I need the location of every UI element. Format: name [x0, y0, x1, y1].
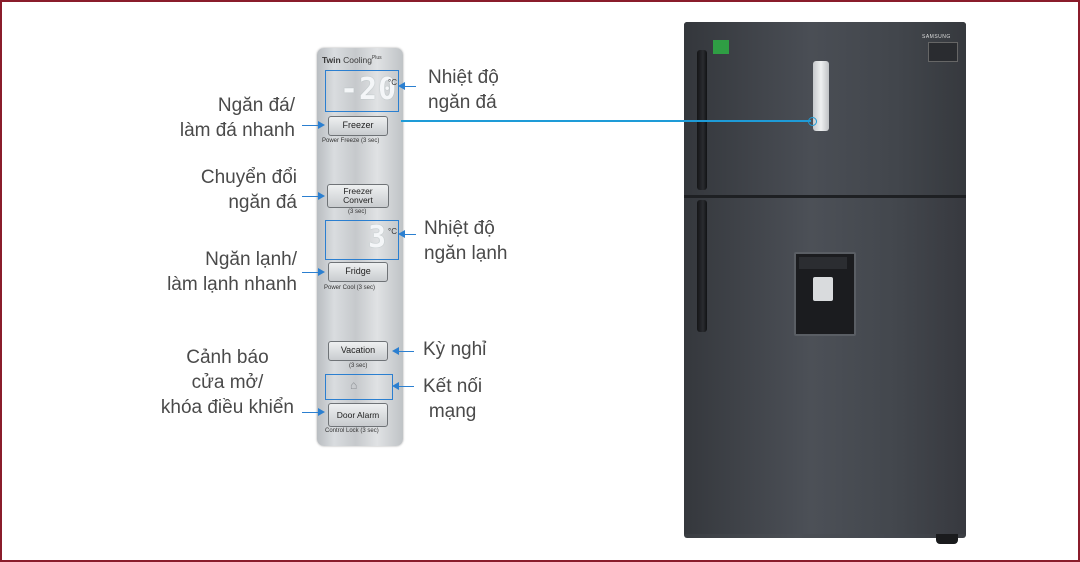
fridge-temp-display	[325, 220, 399, 260]
line-vacation	[398, 351, 414, 353]
arrow-freezer-temp	[398, 82, 405, 90]
fridge-foot	[936, 534, 958, 544]
green-energy-label-icon	[713, 40, 729, 54]
fridge-door-handle	[697, 200, 707, 332]
arrow-freezer	[318, 121, 325, 129]
network-indicator-box	[325, 374, 393, 400]
arrow-fridge-temp	[398, 230, 405, 238]
line-alarm	[302, 412, 318, 414]
label-fridge-quick: Ngăn lạnh/làm lạnh nhanh	[167, 249, 297, 295]
arrow-convert	[318, 192, 325, 200]
fridge-control-panel	[813, 61, 829, 131]
freezer-temp-value: -20	[340, 72, 398, 107]
arrow-fridge	[318, 268, 325, 276]
door-alarm-button[interactable]: Door Alarm	[328, 403, 388, 427]
panel-pointer-line	[401, 120, 811, 122]
line-network	[398, 386, 414, 388]
line-freezer	[302, 125, 318, 127]
door-alarm-sub: Control Lock (3 sec)	[325, 428, 379, 434]
arrow-vacation	[392, 347, 399, 355]
control-panel	[317, 48, 403, 446]
line-fridge	[302, 272, 318, 274]
warranty-badge	[928, 42, 958, 62]
line-convert	[302, 196, 318, 198]
line-freezer-temp	[404, 86, 416, 88]
freezer-button-sub: Power Freeze (3 sec)	[322, 138, 380, 144]
fridge-temp-unit: °C	[388, 227, 397, 236]
arrow-alarm	[318, 408, 325, 416]
freezer-temp-unit: °C	[388, 78, 397, 87]
label-alarm: Cảnh báo cửa mở/ khóa điều khiển	[160, 347, 294, 418]
vacation-button-sub: (3 sec)	[349, 363, 368, 369]
fridge-temp-value: 3	[368, 220, 387, 255]
label-vacation: Kỳ nghỉ	[423, 339, 487, 360]
panel-brand: Twin CoolingPlus	[322, 55, 382, 65]
fridge-brand-logo: SAMSUNG	[922, 34, 951, 40]
wifi-icon: ⌂	[350, 378, 358, 392]
fridge-door	[684, 198, 966, 534]
arrow-network	[392, 382, 399, 390]
freezer-temp-display	[325, 70, 399, 112]
freezer-convert-button[interactable]: Freezer Convert	[327, 184, 389, 208]
freezer-button[interactable]: Freezer	[328, 116, 388, 136]
panel-pointer-dot	[808, 117, 817, 126]
vacation-button[interactable]: Vacation	[328, 341, 388, 361]
dispenser-lever	[813, 277, 833, 301]
line-fridge-temp	[404, 234, 416, 236]
fridge-button[interactable]: Fridge	[328, 262, 388, 282]
label-freezer-quick: Ngăn đá/làm đá nhanh	[179, 95, 295, 141]
dispenser-display	[799, 257, 847, 269]
freezer-convert-sub: (3 sec)	[348, 209, 367, 215]
fridge-button-sub: Power Cool (3 sec)	[324, 285, 376, 291]
